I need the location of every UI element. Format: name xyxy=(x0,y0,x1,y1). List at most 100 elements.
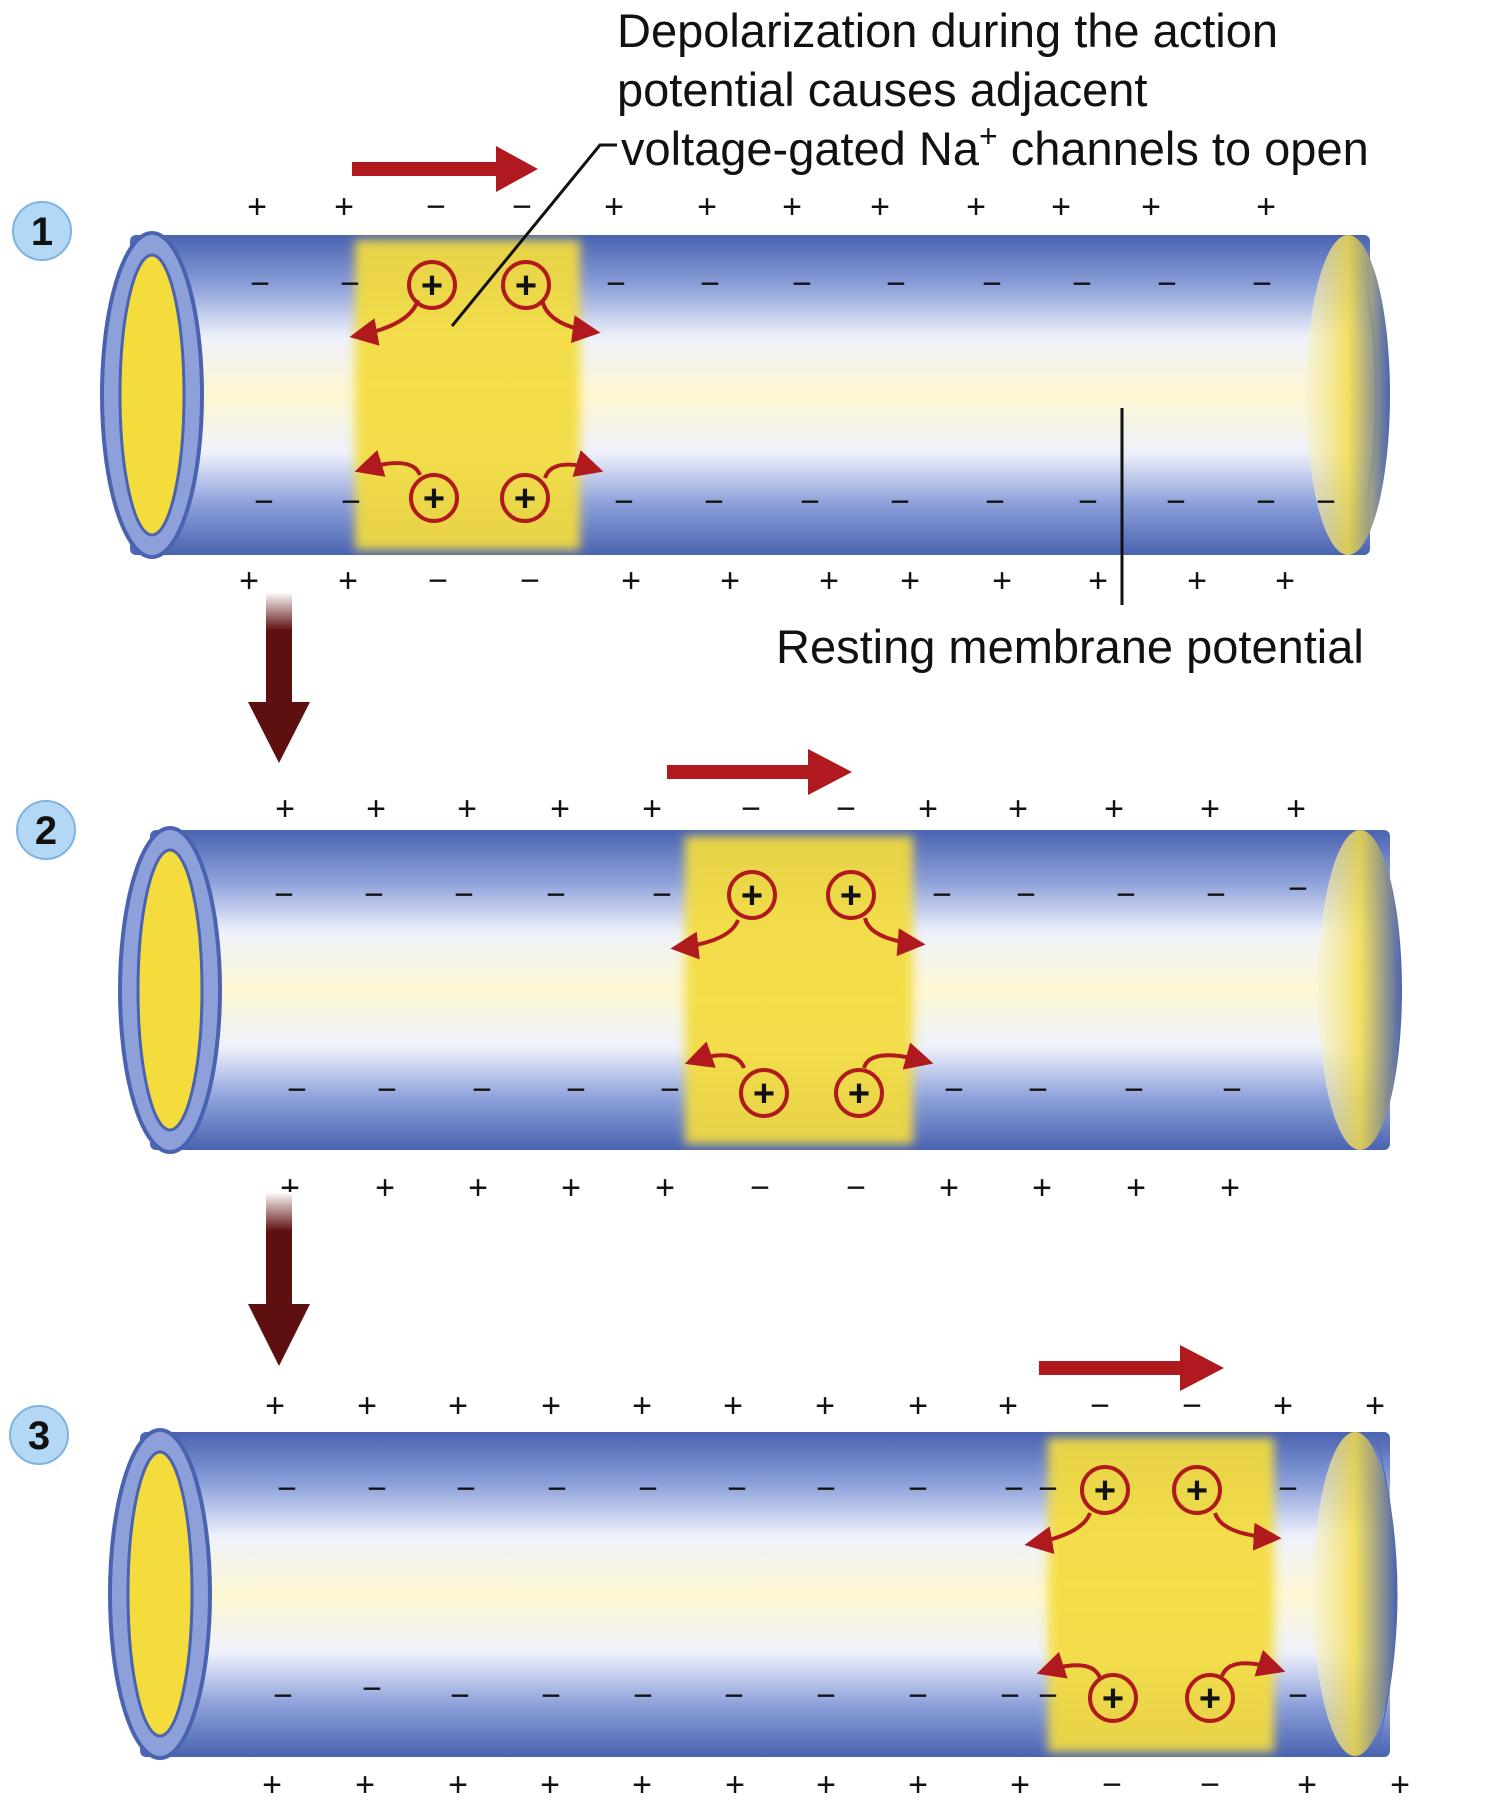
charge-symbol: − xyxy=(1157,265,1177,303)
charge-symbol: + xyxy=(247,188,267,226)
charge-symbol: − xyxy=(274,876,294,914)
charge-symbol: − xyxy=(1028,1071,1048,1109)
charge-symbol: − xyxy=(472,1071,492,1109)
sodium-ion: + xyxy=(1185,1673,1235,1723)
charge-symbol: − xyxy=(1078,483,1098,521)
charge-symbol: + xyxy=(1390,1766,1410,1802)
svg-text:+: + xyxy=(848,1073,870,1115)
charge-symbol: + xyxy=(1010,1766,1030,1802)
inside-charges-bottom: − − − − − − − − − − − xyxy=(254,483,1336,521)
sodium-ion: + xyxy=(1080,1465,1130,1515)
charge-symbol: + xyxy=(448,1387,468,1425)
charge-symbol: + xyxy=(1187,562,1207,600)
charge-symbol: + xyxy=(720,562,740,600)
charge-symbol: − xyxy=(547,1470,567,1508)
axoplasm-face xyxy=(126,1450,194,1738)
svg-text:+: + xyxy=(515,265,537,307)
charge-symbol: − xyxy=(1200,1766,1220,1802)
propagation-arrow xyxy=(352,146,538,192)
charge-symbol: − xyxy=(1116,876,1136,914)
current-arrow xyxy=(863,917,926,957)
charge-symbol: − xyxy=(1206,876,1226,914)
axon-end-cap xyxy=(1313,1432,1397,1756)
inside-charges-bottom: − − − − − − − − − xyxy=(287,1071,1242,1109)
charge-symbol: + xyxy=(239,562,259,600)
current-arrow xyxy=(543,450,604,479)
charge-symbol: + xyxy=(1273,1387,1293,1425)
sodium-ions: + + + + xyxy=(407,260,551,523)
sequence-arrow xyxy=(248,1192,310,1366)
sodium-ion: + xyxy=(1172,1465,1222,1515)
local-current-arrows xyxy=(1024,1512,1286,1679)
charge-symbol: − xyxy=(428,562,448,600)
svg-text:+: + xyxy=(840,875,862,917)
depolarized-region xyxy=(355,240,580,550)
svg-text:+: + xyxy=(514,478,536,520)
charge-symbol: + xyxy=(966,188,986,226)
current-arrow xyxy=(1036,1651,1102,1679)
charge-symbol: + xyxy=(992,562,1012,600)
charge-symbol: − xyxy=(287,1071,307,1109)
outside-charges-bottom: + + + + + − − + + + + xyxy=(280,1169,1240,1207)
svg-text:+: + xyxy=(1094,1470,1116,1512)
charge-symbol: − xyxy=(846,1169,866,1207)
outside-charges-top: + + − − + + + + + + + + xyxy=(247,188,1276,226)
charge-symbol: + xyxy=(815,1387,835,1425)
depolarized-region xyxy=(1048,1438,1274,1752)
current-arrow xyxy=(349,299,420,346)
step-number: 3 xyxy=(28,1414,50,1458)
axoplasm-face xyxy=(136,848,204,1132)
depolarization-callout: Depolarization during the action potenti… xyxy=(450,4,1369,327)
charge-symbol: + xyxy=(366,790,386,828)
charge-symbol: − xyxy=(1000,1677,1020,1715)
charge-symbol: + xyxy=(265,1387,285,1425)
svg-text:+: + xyxy=(1186,1470,1208,1512)
charge-symbol: + xyxy=(355,1766,375,1802)
step-badge xyxy=(16,800,76,860)
charge-symbol: − xyxy=(886,265,906,303)
charge-symbol: − xyxy=(362,1670,382,1708)
charge-symbol: + xyxy=(1365,1387,1385,1425)
charge-symbol: + xyxy=(642,790,662,828)
leader-line xyxy=(450,143,617,327)
sodium-ion: + xyxy=(834,1068,884,1118)
step-number: 1 xyxy=(31,210,53,254)
callout-text: Depolarization during the action xyxy=(617,4,1278,57)
charge-symbol: − xyxy=(633,1677,653,1715)
charge-symbol: − xyxy=(541,1677,561,1715)
charge-symbol: − xyxy=(456,1470,476,1508)
charge-symbol: − xyxy=(890,483,910,521)
axoplasm-face xyxy=(118,253,186,537)
charge-symbol: − xyxy=(250,265,270,303)
depolarized-region xyxy=(685,836,913,1144)
current-arrow xyxy=(684,1041,746,1069)
charge-symbol: − xyxy=(1316,483,1336,521)
charge-symbol: − xyxy=(254,483,274,521)
sodium-ions: + + + + xyxy=(1080,1465,1235,1723)
charge-symbol: + xyxy=(621,562,641,600)
callout-text: Resting membrane potential xyxy=(776,620,1364,673)
sodium-ion: + xyxy=(739,1068,789,1118)
step-badge xyxy=(12,201,72,261)
charge-symbol: + xyxy=(1297,1766,1317,1802)
charge-symbol: − xyxy=(1252,265,1272,303)
charge-symbol: + xyxy=(1141,188,1161,226)
inside-charges-top: − − − − − − − − − − xyxy=(250,265,1272,303)
charge-symbol: − xyxy=(1222,1071,1242,1109)
charge-symbol: − xyxy=(454,876,474,914)
charge-symbol: + xyxy=(334,188,354,226)
charge-symbol: + xyxy=(725,1766,745,1802)
sodium-ions: + + + + xyxy=(727,870,884,1118)
propagation-arrow xyxy=(1039,1345,1224,1391)
charge-symbol: − xyxy=(614,483,634,521)
current-arrow xyxy=(1220,1649,1286,1677)
svg-text:+: + xyxy=(421,265,443,307)
charge-symbol: − xyxy=(816,1470,836,1508)
charge-symbol: − xyxy=(1072,265,1092,303)
charge-symbol: − xyxy=(426,188,446,226)
step-badge xyxy=(9,1405,69,1465)
charge-symbol: + xyxy=(468,1169,488,1207)
sodium-ion: + xyxy=(500,473,550,523)
current-arrow xyxy=(1024,1512,1092,1554)
charge-symbol: − xyxy=(985,483,1005,521)
